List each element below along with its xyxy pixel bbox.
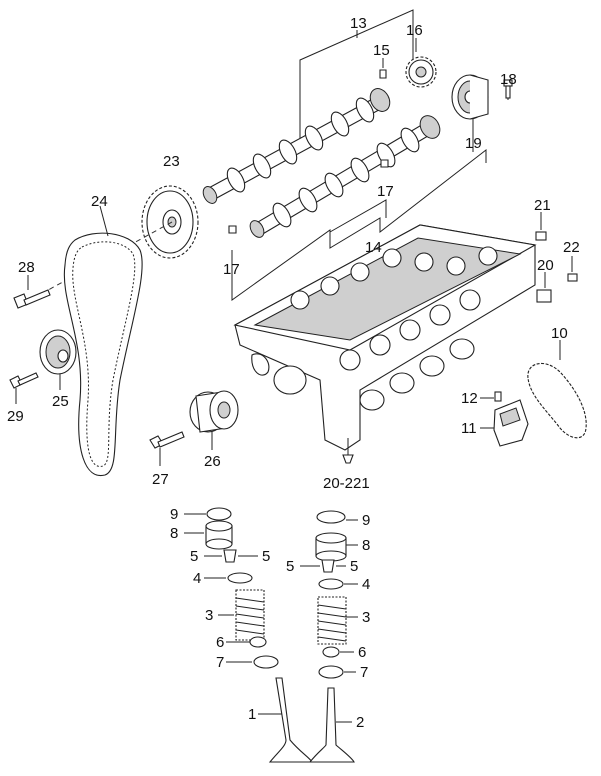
callout-17-lower: 17 xyxy=(223,261,240,278)
callout-17-upper: 17 xyxy=(377,183,394,200)
callout-11: 11 xyxy=(461,420,477,437)
callout-left-9: 9 xyxy=(170,506,178,523)
callout-right-2: 2 xyxy=(356,714,364,731)
callout-29: 29 xyxy=(7,408,24,425)
callout-27: 27 xyxy=(152,471,169,488)
callout-right-8: 8 xyxy=(362,537,370,554)
callout-left-3: 3 xyxy=(205,607,213,624)
callout-24: 24 xyxy=(91,193,108,210)
gasket-10 xyxy=(527,340,587,439)
valve-train-intake xyxy=(184,507,313,763)
bolt-18 xyxy=(503,79,513,99)
callout-26: 26 xyxy=(204,453,221,470)
bolt-12 xyxy=(480,391,502,402)
callout-right-6: 6 xyxy=(358,644,366,661)
callout-13: 13 xyxy=(350,15,367,32)
tensioner-25 xyxy=(39,329,77,390)
callout-left-4: 4 xyxy=(193,570,201,587)
bolt-29 xyxy=(9,372,39,404)
callout-10: 10 xyxy=(551,325,568,342)
sprocket-16 xyxy=(405,56,437,88)
cvvt-assembly-19 xyxy=(451,74,489,120)
callout-right-5a: 5 xyxy=(286,558,294,575)
camshaft-13 xyxy=(202,88,391,204)
callout-14: 14 xyxy=(365,239,382,256)
camshaft-14 xyxy=(249,115,441,238)
callout-21: 21 xyxy=(534,197,551,214)
timing-belt-24 xyxy=(63,205,143,477)
callout-right-4: 4 xyxy=(362,576,370,593)
callout-23: 23 xyxy=(163,153,180,170)
sensor-stud-21 xyxy=(535,212,547,241)
callout-22: 22 xyxy=(563,239,580,256)
callout-12: 12 xyxy=(461,390,478,407)
callout-15: 15 xyxy=(373,42,390,59)
callout-16: 16 xyxy=(406,22,423,39)
callout-28: 28 xyxy=(18,259,35,276)
callout-ref-20-221: 20-221 xyxy=(323,475,370,492)
callout-right-9: 9 xyxy=(362,512,370,529)
callout-left-8: 8 xyxy=(170,525,178,542)
callout-labels: 13 15 16 18 19 23 17 17 14 24 21 22 20 2… xyxy=(7,15,580,731)
callout-left-5a: 5 xyxy=(190,548,198,565)
sensor-20 xyxy=(536,272,552,303)
bolt-22 xyxy=(567,256,578,282)
callout-left-1: 1 xyxy=(248,706,256,723)
idler-26 xyxy=(189,390,239,450)
callout-19: 19 xyxy=(465,135,482,152)
bolt-27 xyxy=(149,431,185,466)
callout-left-5b: 5 xyxy=(262,548,270,565)
callout-left-7: 7 xyxy=(216,654,224,671)
callout-left-6: 6 xyxy=(216,634,224,651)
valve-train-exhaust xyxy=(300,510,358,763)
cylinder-head xyxy=(233,224,537,464)
callout-right-5b: 5 xyxy=(350,558,358,575)
cover-11 xyxy=(480,399,529,447)
callout-18: 18 xyxy=(500,71,517,88)
dowel-pins xyxy=(228,69,389,234)
callout-25: 25 xyxy=(52,393,69,410)
callout-right-3: 3 xyxy=(362,609,370,626)
callout-right-7: 7 xyxy=(360,664,368,681)
cam-sprocket-23 xyxy=(29,185,199,301)
callout-20: 20 xyxy=(537,257,554,274)
bolt-28 xyxy=(13,275,51,309)
